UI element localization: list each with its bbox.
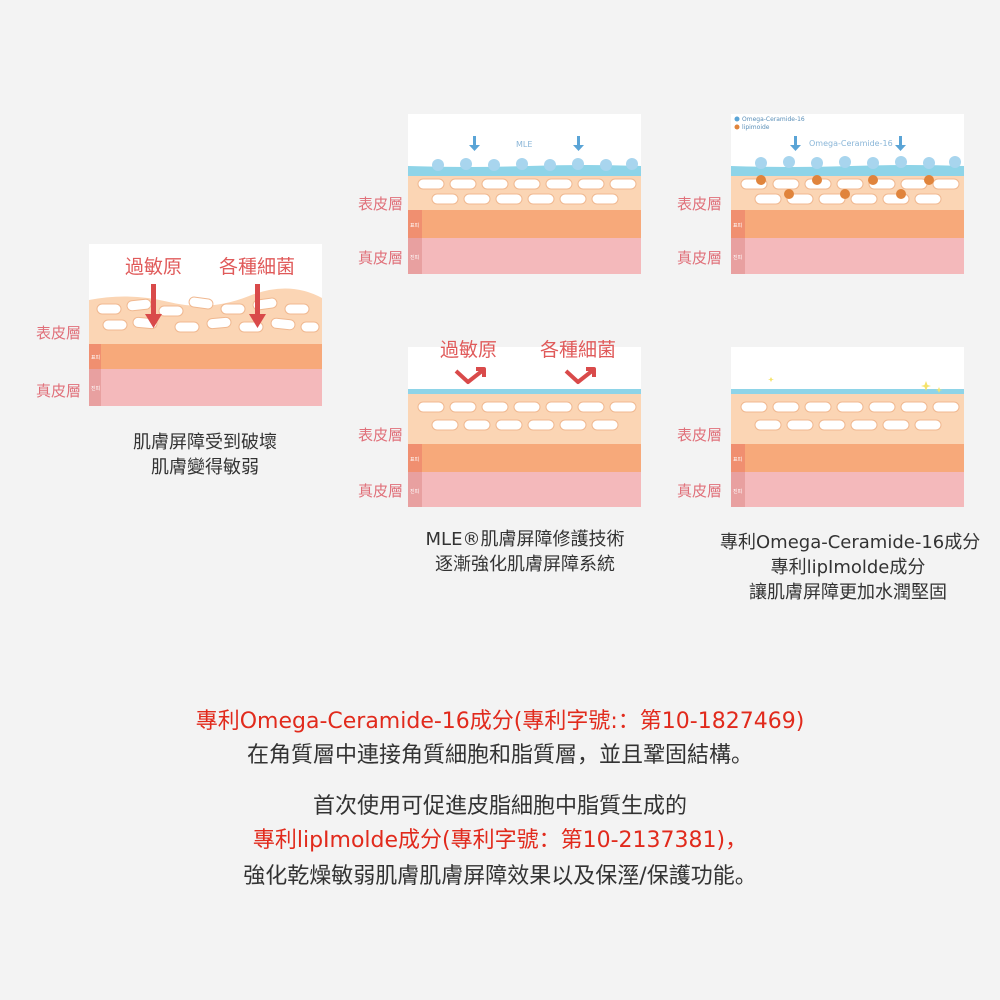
epi-tag: 표피 — [733, 456, 742, 463]
deflect-arrow-icon — [564, 367, 596, 384]
panel5-caption: 專利Omega-Ceramide-16成分 專利lipImolde成分 讓肌膚屏… — [720, 530, 981, 605]
arrow-down-icon — [249, 284, 266, 328]
caption-line: 肌膚屏障受到破壞 — [133, 432, 277, 453]
legend-dot-blue — [734, 116, 740, 122]
skin-diagram-mle: MLE 표피 진피 — [408, 136, 641, 274]
panel-moisturized: 표피 진피 — [731, 347, 964, 507]
caption-line: 逐漸強化肌膚屏障系統 — [435, 554, 615, 575]
der-tag: 진피 — [733, 254, 742, 261]
dermis-label: 真皮層 — [358, 482, 404, 500]
bacteria-label: 各種細菌 — [540, 339, 617, 361]
allergen-label: 過敏原 — [440, 339, 498, 361]
caption-line: 讓肌膚屏障更加水潤堅固 — [749, 582, 947, 603]
skin-diagram-damaged: 표피 진피 — [89, 284, 322, 406]
dermis-label: 真皮層 — [677, 482, 723, 500]
omega-top-label: Omega-Ceramide-16 — [809, 139, 893, 148]
der-tag: 진피 — [410, 488, 419, 495]
deflect-arrow-icon — [454, 367, 486, 384]
epi-tag: 표피 — [410, 456, 419, 463]
dermis-label: 真皮層 — [677, 249, 723, 267]
bacteria-label: 各種細菌 — [219, 256, 296, 278]
arrow-down-icon — [895, 136, 906, 151]
lipimolde-intro: 首次使用可促進皮脂細胞中脂質生成的 — [312, 794, 687, 819]
allergen-label: 過敏原 — [125, 256, 183, 278]
omega-description: 在角質層中連接角質細胞和脂質層，並且鞏固結構。 — [246, 743, 753, 768]
arrow-down-icon — [573, 136, 584, 151]
der-tag: 진피 — [733, 488, 742, 495]
skin-diagram-ceramide: Omega-Ceramide-16 lipimoide — [731, 116, 964, 274]
legend-omega: Omega-Ceramide-16 — [742, 116, 805, 123]
der-tag: 진피 — [91, 385, 100, 392]
panel4-caption: MLE®肌膚屏障修護技術 逐漸強化肌膚屏障系統 — [410, 527, 640, 577]
mle-label: MLE — [516, 140, 532, 149]
arrow-down-icon — [790, 136, 801, 151]
arrow-down-icon — [145, 284, 162, 328]
dermis-label: 真皮層 — [358, 249, 404, 267]
epidermis-label: 表皮層 — [358, 426, 404, 444]
skin-diagram-strengthened: 표피 진피 — [408, 367, 641, 507]
dermis-label: 真皮層 — [36, 382, 82, 400]
legend-dot-orange — [734, 124, 740, 130]
patent-lipimolde-line: 專利lipImolde成分(專利字號：第10-2137381)， — [252, 828, 748, 853]
panel1-caption: 肌膚屏障受到破壞 肌膚變得敏弱 — [105, 430, 305, 480]
panel-mle: MLE 표피 진피 — [408, 114, 641, 274]
legend-lipimoide: lipimoide — [742, 124, 770, 131]
panel-damaged-barrier: 표피 진피 過敏原 各種細菌 — [89, 244, 322, 406]
epi-tag: 표피 — [91, 354, 100, 361]
caption-line: 肌膚變得敏弱 — [151, 457, 259, 478]
skin-diagram-moisturized: 표피 진피 — [731, 377, 964, 507]
epi-tag: 표피 — [733, 222, 742, 229]
epidermis-label: 表皮層 — [677, 195, 723, 213]
panel-omega-ceramide: Omega-Ceramide-16 lipimoide — [731, 114, 964, 274]
caption-line: MLE®肌膚屏障修護技術 — [425, 529, 625, 550]
epidermis-label: 表皮層 — [358, 195, 404, 213]
epidermis-label: 表皮層 — [677, 426, 723, 444]
caption-line: 專利lipImolde成分 — [770, 557, 926, 578]
arrow-down-icon — [469, 136, 480, 151]
epi-tag: 표피 — [410, 222, 419, 229]
patent-omega-line: 專利Omega-Ceramide-16成分(專利字號:：第10-1827469) — [195, 709, 805, 734]
sparkle-icon — [768, 377, 943, 393]
epidermis-label: 表皮層 — [36, 324, 82, 342]
lipimolde-description: 強化乾燥敏弱肌膚肌膚屏障效果以及保溼/保護功能。 — [243, 864, 757, 889]
panel-strengthened: 표피 진피 過敏原 各種細菌 — [408, 339, 641, 507]
der-tag: 진피 — [410, 254, 419, 261]
caption-line: 專利Omega-Ceramide-16成分 — [720, 532, 981, 553]
